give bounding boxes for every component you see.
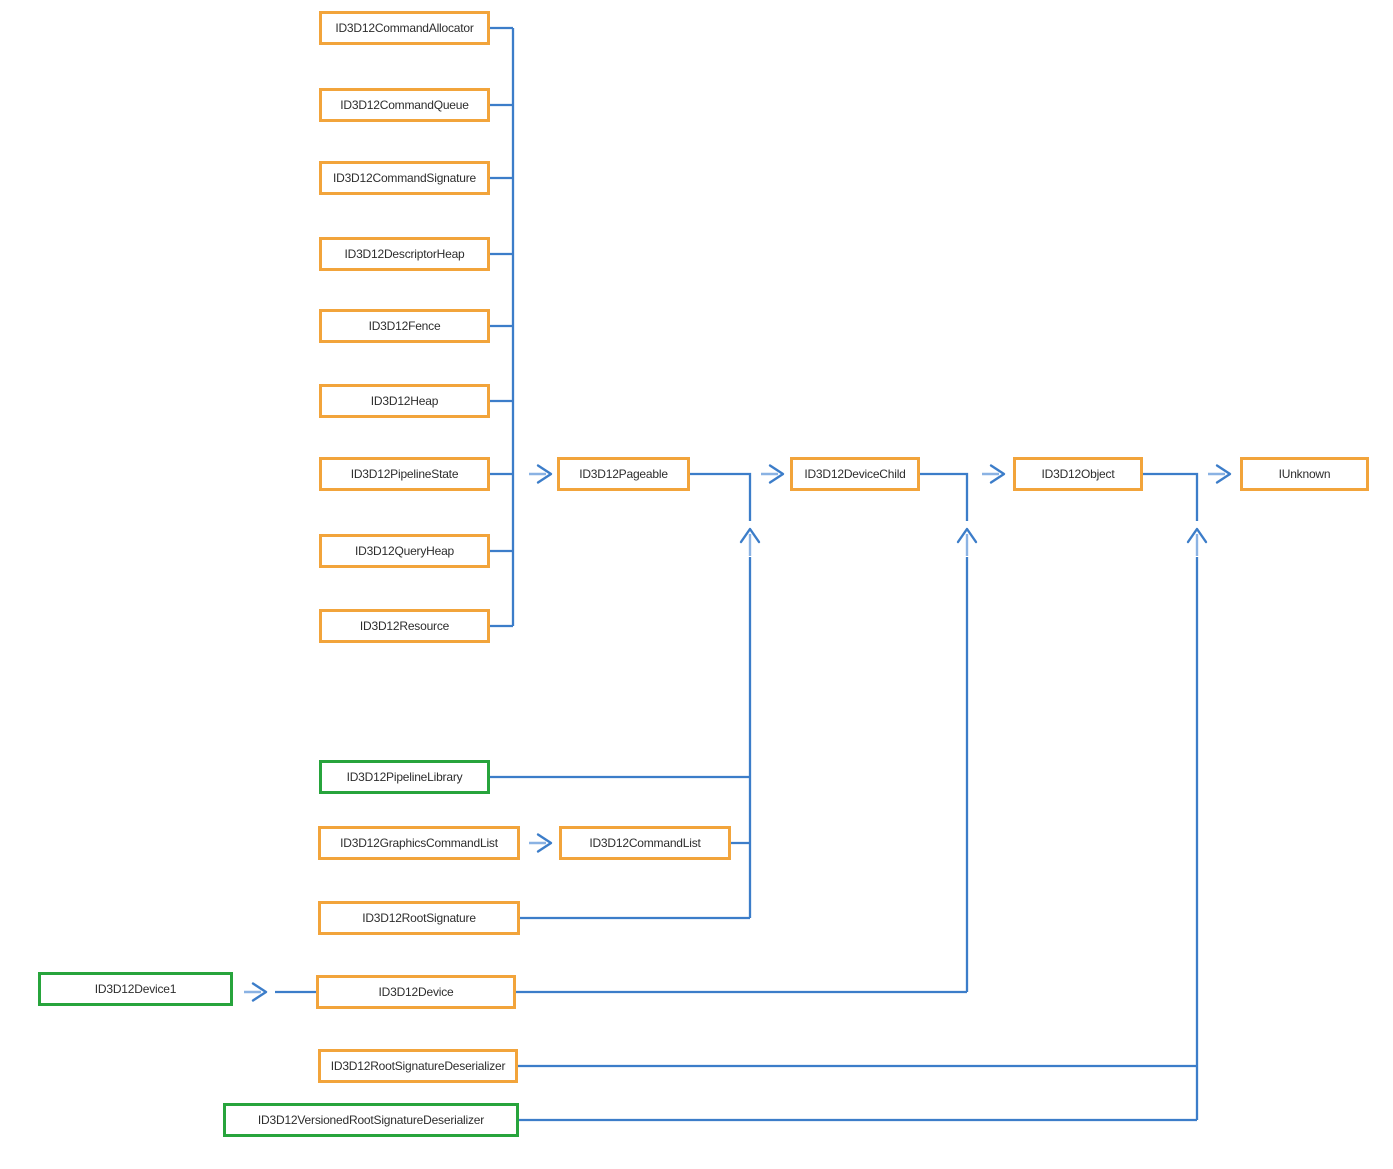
arrow-right-from-device1-icon — [244, 982, 268, 1002]
node-id3d12object: ID3D12Object — [1013, 457, 1143, 491]
node-id3d12pipelinelibrary: ID3D12PipelineLibrary — [319, 760, 490, 794]
edge-object-to-iunknown — [1143, 472, 1199, 521]
node-id3d12pipelinestate: ID3D12PipelineState — [319, 457, 490, 491]
arrow-up-to-object-icon — [956, 527, 978, 556]
arrow-up-to-devicechild-icon — [739, 527, 761, 556]
node-id3d12rootsignature: ID3D12RootSignature — [318, 901, 520, 935]
node-id3d12heap: ID3D12Heap — [319, 384, 490, 418]
node-id3d12commandsignature: ID3D12CommandSignature — [319, 161, 490, 195]
edge-collector-iunknown — [518, 557, 1199, 1122]
arrow-right-into-pageable-icon — [529, 464, 553, 484]
arrow-right-into-object-icon — [982, 464, 1006, 484]
node-id3d12commandallocator: ID3D12CommandAllocator — [319, 11, 490, 45]
arrow-right-into-devicechild-icon — [761, 464, 785, 484]
edge-devicechild-to-object — [920, 472, 969, 521]
edge-collector-devicechild — [490, 557, 752, 920]
edge-pageable-to-devicechild — [690, 472, 752, 521]
arrow-right-into-commandlist-icon — [529, 833, 553, 853]
arrow-up-to-iunknown-icon — [1186, 527, 1208, 556]
node-id3d12queryheap: ID3D12QueryHeap — [319, 534, 490, 568]
node-id3d12device: ID3D12Device — [316, 975, 516, 1009]
node-id3d12pageable: ID3D12Pageable — [557, 457, 690, 491]
node-id3d12device1: ID3D12Device1 — [38, 972, 233, 1006]
node-id3d12descriptorheap: ID3D12DescriptorHeap — [319, 237, 490, 271]
node-id3d12resource: ID3D12Resource — [319, 609, 490, 643]
node-id3d12versionedrootsignaturedeserializer: ID3D12VersionedRootSignatureDeserializer — [223, 1103, 519, 1137]
node-id3d12fence: ID3D12Fence — [319, 309, 490, 343]
node-iunknown: IUnknown — [1240, 457, 1369, 491]
edge-left-stubs — [490, 26, 513, 628]
node-id3d12graphicscommandlist: ID3D12GraphicsCommandList — [318, 826, 520, 860]
arrow-right-into-iunknown-icon — [1208, 464, 1232, 484]
edge-collector-object — [516, 557, 969, 994]
node-id3d12devicechild: ID3D12DeviceChild — [790, 457, 920, 491]
node-id3d12commandqueue: ID3D12CommandQueue — [319, 88, 490, 122]
node-id3d12rootsignaturedeserializer: ID3D12RootSignatureDeserializer — [318, 1049, 518, 1083]
node-id3d12commandlist: ID3D12CommandList — [559, 826, 731, 860]
